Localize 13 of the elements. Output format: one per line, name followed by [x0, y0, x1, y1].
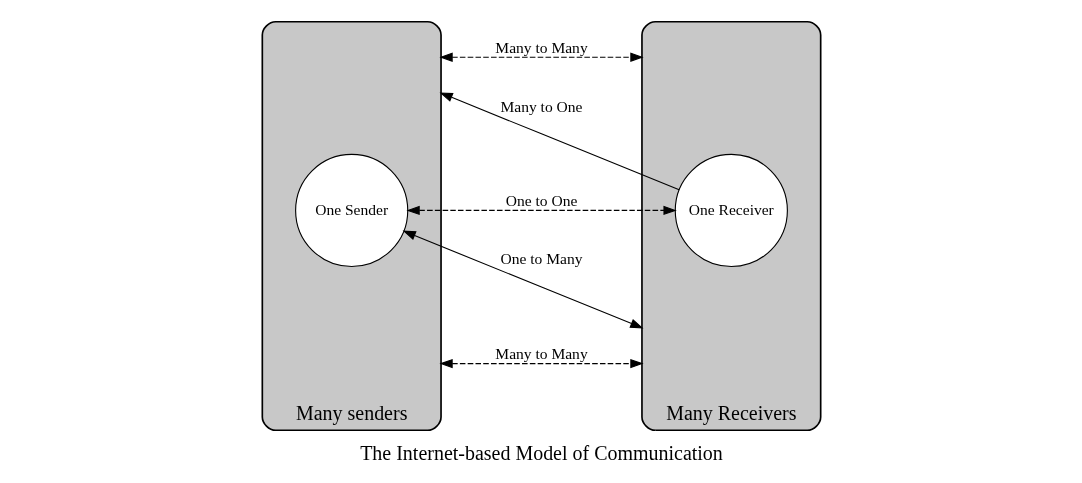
arrow	[438, 52, 644, 62]
node-circle: One Sender	[294, 153, 408, 268]
node-circle: One Receiver	[674, 153, 788, 268]
arrow	[405, 205, 677, 216]
arrow	[402, 230, 643, 329]
edge-label: Many to Many	[494, 39, 588, 57]
caption: The Internet-based Model of Communication	[359, 441, 723, 464]
edge-label: Many to Many	[494, 345, 588, 363]
arrow	[438, 358, 644, 369]
arrow	[439, 92, 680, 191]
edge-label: Many to One	[500, 97, 582, 115]
edge-label: One to Many	[500, 249, 582, 267]
edge-label: One to One	[505, 192, 577, 210]
